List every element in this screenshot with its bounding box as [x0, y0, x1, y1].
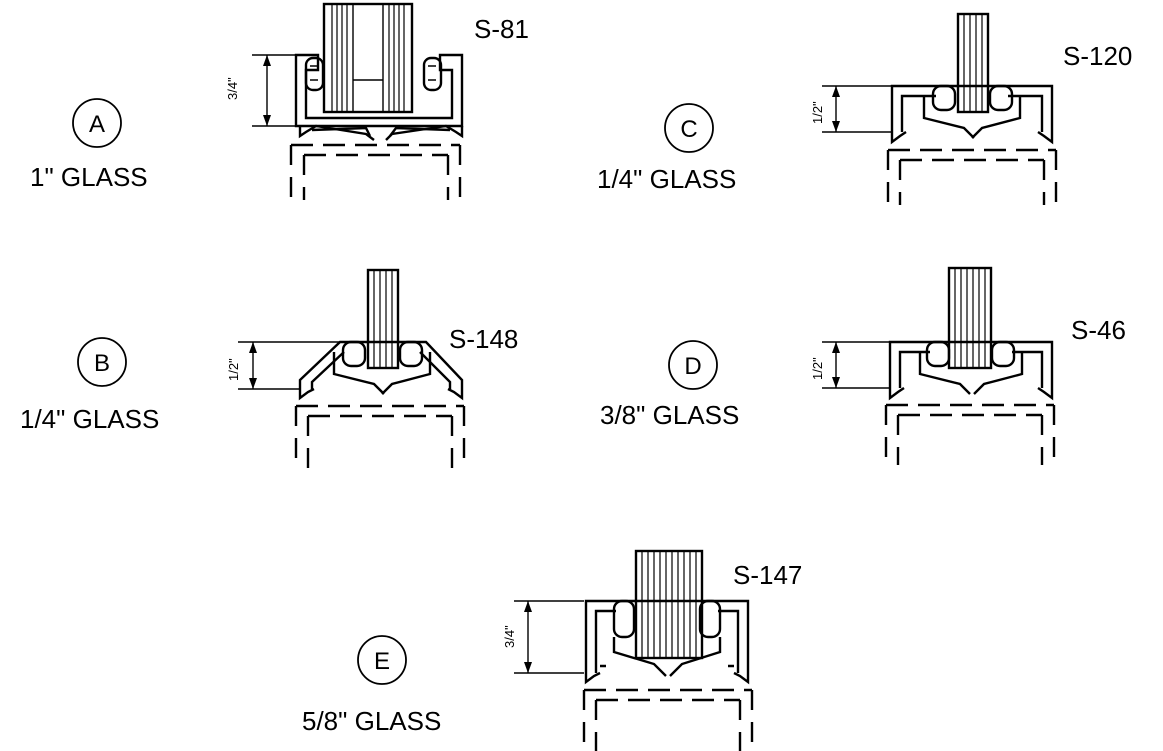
detail-e-dimension-label: 3/4"	[502, 625, 517, 648]
detail-d-glass	[947, 266, 993, 370]
detail-d-part-number: S-46	[1071, 315, 1126, 345]
detail-d-extrusion	[888, 340, 1054, 401]
detail-c-dimension: 1/2"	[810, 85, 892, 133]
detail-e-frame	[582, 688, 754, 751]
detail-d-dimension: 1/2"	[810, 341, 890, 389]
detail-a: A 1" GLASS S-81 3/4"	[30, 2, 529, 200]
detail-e-glass	[634, 549, 704, 660]
detail-e: E 5/8" GLASS S-147 3/4"	[302, 549, 802, 751]
detail-a-glass	[322, 2, 414, 114]
detail-b-glass-label: 1/4" GLASS	[20, 404, 159, 434]
detail-e-dimension: 3/4"	[502, 600, 584, 674]
detail-c-letter: C	[680, 116, 697, 143]
detail-d-marker	[668, 340, 718, 390]
detail-d-dimension-label: 1/2"	[810, 357, 825, 380]
detail-e-part-number: S-147	[733, 560, 802, 590]
detail-a-frame	[289, 143, 462, 200]
detail-d: D 3/8" GLASS S-46 1/2"	[600, 266, 1126, 465]
detail-d-glass-label: 3/8" GLASS	[600, 400, 739, 430]
detail-b-glass	[366, 268, 400, 370]
detail-e-extrusion	[584, 599, 750, 685]
detail-a-glass-label: 1" GLASS	[30, 162, 148, 192]
detail-b-dimension-label: 1/2"	[226, 358, 241, 381]
detail-e-marker	[357, 635, 407, 685]
detail-a-extrusion	[294, 53, 464, 141]
detail-c-glass-label: 1/4" GLASS	[597, 164, 736, 194]
detail-b-letter: B	[94, 350, 110, 377]
detail-b-dimension: 1/2"	[226, 341, 346, 390]
detail-a-letter: A	[89, 111, 105, 138]
detail-b: B 1/4" GLASS S-148 1/2"	[20, 268, 518, 468]
detail-a-dimension: 3/4"	[225, 54, 300, 127]
detail-b-frame	[294, 404, 466, 468]
detail-b-extrusion	[298, 340, 464, 401]
detail-c-frame	[886, 148, 1058, 205]
detail-c-glass	[956, 12, 990, 114]
detail-d-frame	[884, 403, 1056, 465]
detail-e-letter: E	[374, 648, 390, 675]
detail-b-marker	[77, 337, 127, 387]
detail-a-part-number: S-81	[474, 14, 529, 44]
detail-a-dimension-label: 3/4"	[225, 77, 240, 100]
detail-e-glass-label: 5/8" GLASS	[302, 706, 441, 736]
detail-c: C 1/4" GLASS S-120 1/2"	[597, 12, 1132, 205]
detail-a-marker	[72, 98, 122, 148]
detail-b-part-number: S-148	[449, 324, 518, 354]
detail-d-letter: D	[684, 353, 701, 380]
detail-c-extrusion	[890, 84, 1054, 145]
detail-c-dimension-label: 1/2"	[810, 101, 825, 124]
detail-c-marker	[664, 103, 714, 153]
detail-c-part-number: S-120	[1063, 41, 1132, 71]
